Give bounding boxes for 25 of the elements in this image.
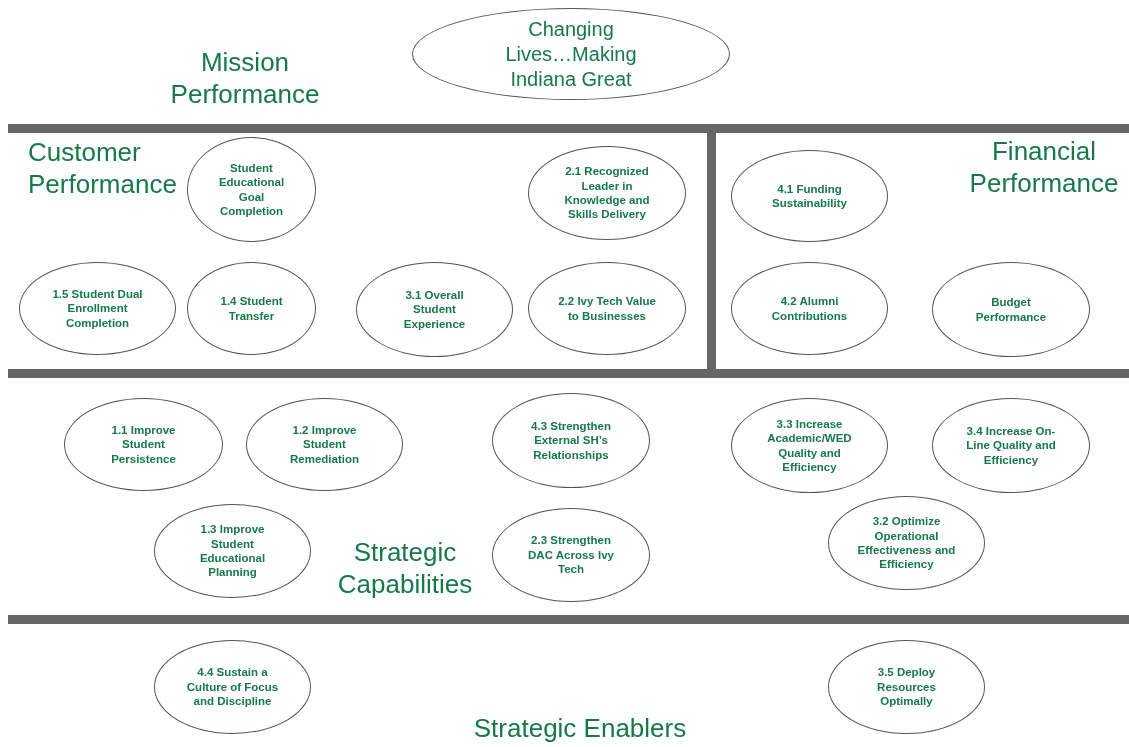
goal-text: Student Educational Goal Completion [217, 160, 286, 219]
goal-text: 1.3 Improve Student Educational Planning [198, 522, 267, 580]
section-heading: Strategic Capabilities [336, 537, 474, 601]
goal-text: Budget Performance [974, 295, 1048, 324]
goal-text: 3.1 Overall Student Experience [402, 287, 467, 332]
section-heading: Financial Performance [968, 136, 1120, 200]
goal-text: 4.4 Sustain a Culture of Focus and Discipline [185, 665, 280, 709]
goal-text: 2.3 Strengthen DAC Across Ivy Tech [527, 533, 615, 577]
goal-text: 2.2 Ivy Tech Value to Businesses [557, 294, 657, 323]
goal-text: 1.4 Student Transfer [219, 294, 284, 323]
goal-text: 3.5 Deploy Resources Optimally [876, 665, 937, 709]
goal-text: 4.1 Funding Sustainability [771, 181, 848, 211]
goal-text: 3.4 Increase On-Line Quality and Efficiency [965, 423, 1057, 468]
section-heading: Mission Performance [170, 47, 320, 111]
goal-text: 2.1 Recognized Leader in Knowledge and Skills Delivery [563, 164, 651, 222]
goal-text: 4.3 Strengthen External SH’s Relationships [530, 418, 612, 463]
goal-text: 1.2 Improve Student Remediation [289, 422, 360, 467]
goal-text: Changing Lives…Making Indiana Great [504, 16, 638, 92]
goal-text: 3.2 Optimize Operational Effectiveness and Efficiency [856, 514, 957, 572]
goal-text: 1.5 Student Dual Enrollment Completion [51, 286, 144, 331]
section-heading: Strategic Enablers [472, 713, 688, 745]
goal-text: 3.3 Increase Academic/WED Quality and Efficiency [766, 416, 853, 475]
section-heading: Customer Performance [28, 137, 178, 201]
goal-text: 1.1 Improve Student Persistence [110, 422, 177, 467]
goal-text: 4.2 Alumni Contributions [770, 294, 849, 323]
